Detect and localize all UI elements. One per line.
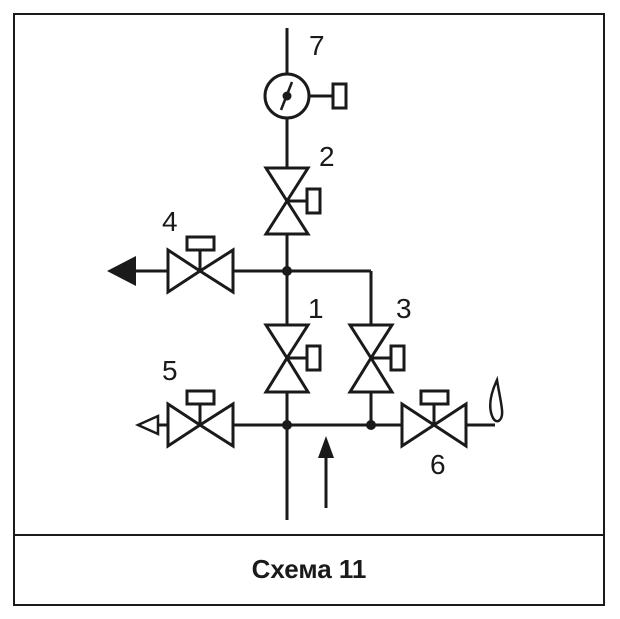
flame-icon: [488, 375, 504, 423]
label-5: 5: [162, 355, 178, 386]
label-2: 2: [319, 141, 335, 172]
pressure-gauge-icon: [263, 72, 348, 120]
label-1: 1: [308, 293, 324, 324]
junction-upper-dot: [282, 266, 292, 276]
label-7: 7: [309, 30, 325, 61]
junction-lower-main-dot: [282, 420, 292, 430]
valve-4-icon: [166, 235, 235, 295]
flow-arrow-head-icon: [318, 436, 334, 458]
valve-1-icon: [263, 323, 322, 394]
diagram-caption: Схема 11: [252, 554, 367, 584]
vent-arrow-icon: [134, 414, 160, 436]
label-6: 6: [430, 449, 446, 480]
label-4: 4: [162, 206, 178, 237]
valve-5-icon: [166, 389, 235, 449]
junction-lower-bypass-dot: [366, 420, 376, 430]
diagram-frame: [13, 13, 605, 606]
valve-6-icon: [400, 389, 468, 449]
valve-2-icon: [263, 166, 322, 236]
outlet-arrow-icon: [107, 256, 136, 286]
label-3: 3: [396, 293, 412, 324]
valve-3-icon: [347, 323, 406, 394]
